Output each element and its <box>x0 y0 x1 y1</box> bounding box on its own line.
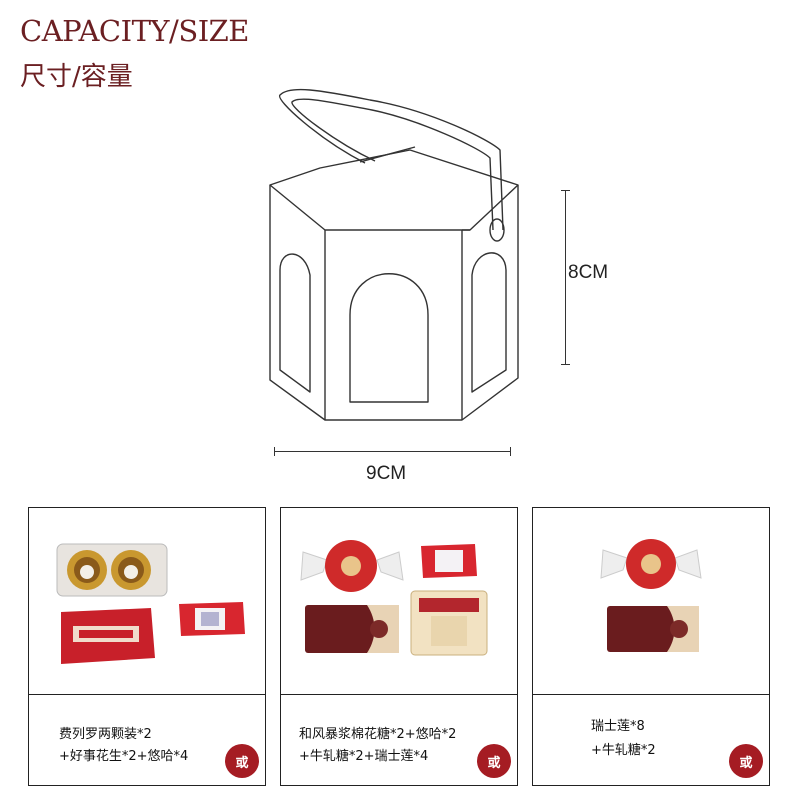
height-dimension-tick-bottom <box>561 364 570 365</box>
option-card-2[interactable]: 和风暴浆棉花糖*2+悠哈*2 +牛轧糖*2+瑞士莲*4 或 <box>280 507 518 786</box>
lindor-ball-image <box>600 539 702 589</box>
option-3-candy-images <box>533 508 769 694</box>
option-2-line-1: 和风暴浆棉花糖*2+悠哈*2 <box>299 727 457 742</box>
width-dimension-tick-right <box>510 447 511 456</box>
chocolate-bar-image <box>607 606 699 652</box>
option-1-or-badge: 或 <box>225 744 259 778</box>
height-dimension-line <box>565 190 566 365</box>
option-card-3[interactable]: 瑞士莲*8 +牛轧糖*2 或 <box>532 507 770 786</box>
option-2-line-2: +牛轧糖*2+瑞士莲*4 <box>299 749 429 764</box>
peanut-candy-image <box>61 608 155 664</box>
option-1-divider <box>29 694 265 695</box>
option-3-or-badge: 或 <box>729 744 763 778</box>
page-title-en: CAPACITY/SIZE <box>20 14 249 48</box>
karinto-pack-image <box>410 590 488 656</box>
option-3-line-2: +牛轧糖*2 <box>591 743 656 758</box>
option-3-line-1: 瑞士莲*8 <box>591 719 645 734</box>
width-dimension-tick-left <box>274 447 275 456</box>
option-2-or-badge: 或 <box>477 744 511 778</box>
option-3-divider <box>533 694 769 695</box>
width-dimension-line <box>274 451 511 452</box>
option-1-line-1: 费列罗两颗装*2 <box>59 727 152 742</box>
option-1-candy-images <box>29 508 265 694</box>
height-label: 8CM <box>568 262 609 283</box>
gift-box-illustration <box>250 80 540 440</box>
wrapped-candy-image <box>179 602 245 636</box>
option-1-line-2: +好事花生*2+悠哈*4 <box>59 749 189 764</box>
option-2-divider <box>281 694 517 695</box>
lindor-ball-image <box>300 540 404 592</box>
height-dimension-tick-top <box>561 190 570 191</box>
ferrero-pack-image <box>56 543 168 597</box>
option-2-candy-images <box>281 508 517 694</box>
page-title-zh: 尺寸/容量 <box>20 62 133 92</box>
chocolate-bar-image <box>305 605 399 653</box>
width-label: 9CM <box>366 463 407 484</box>
wrapped-candy-image <box>421 544 477 578</box>
option-card-1[interactable]: 费列罗两颗装*2 +好事花生*2+悠哈*4 或 <box>28 507 266 786</box>
